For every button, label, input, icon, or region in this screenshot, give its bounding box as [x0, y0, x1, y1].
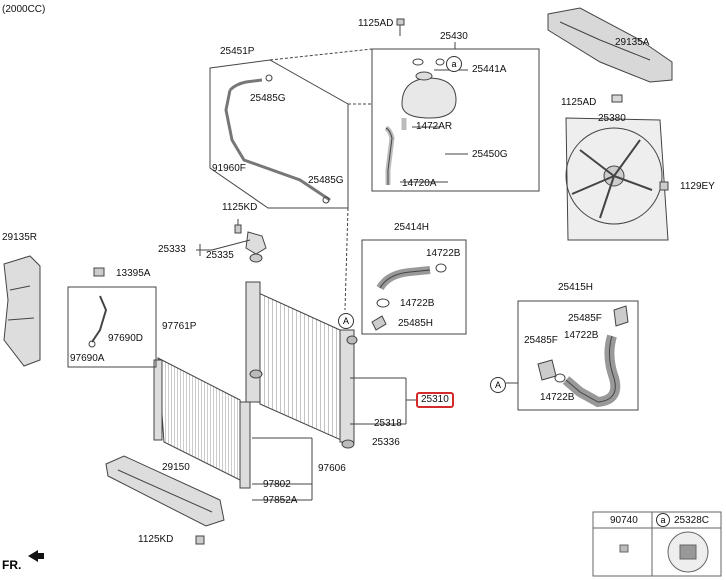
radiator-25310	[245, 281, 416, 449]
part-label-1129EY[interactable]: 1129EY	[680, 181, 715, 192]
part-label-14722B-2[interactable]: 14722B	[400, 298, 435, 309]
part-label-13395A[interactable]: 13395A	[116, 268, 151, 279]
ac-bracket-group	[67, 267, 157, 368]
part-label-25415H[interactable]: 25415H	[558, 282, 594, 293]
upper-hose-group	[361, 239, 467, 335]
part-label-25414H[interactable]: 25414H	[394, 222, 430, 233]
part-label-25335[interactable]: 25335	[206, 250, 234, 261]
legend-callout-a: a	[656, 513, 670, 527]
part-label-25485G-2[interactable]: 25485G	[308, 175, 344, 186]
bolt-1125AD-top	[396, 18, 405, 36]
reservoir-group	[371, 42, 540, 192]
cooling-fan	[565, 117, 669, 241]
callout-A-upper: A	[338, 313, 354, 329]
part-label-25485F-2[interactable]: 25485F	[524, 335, 558, 346]
part-label-1125AD[interactable]: 1125AD	[358, 18, 394, 29]
part-label-29150[interactable]: 29150	[162, 462, 190, 473]
callout-A-lower: A	[490, 377, 506, 393]
upper-mount-bracket	[196, 219, 267, 263]
part-label-1125KD[interactable]: 1125KD	[222, 202, 258, 213]
part-label-29135R[interactable]: 29135R	[2, 232, 38, 243]
part-label-25485G[interactable]: 25485G	[250, 93, 286, 104]
part-label-97761P[interactable]: 97761P	[162, 321, 197, 332]
condenser-97606	[153, 357, 313, 501]
callout-a: a	[446, 56, 462, 72]
part-label-1125AD-right[interactable]: 1125AD	[561, 97, 597, 108]
lower-hose-group	[506, 300, 639, 411]
legend-col2[interactable]: 25328C	[674, 515, 710, 526]
overflow-hose-group	[209, 48, 373, 311]
part-label-25430[interactable]: 25430	[440, 31, 468, 42]
lower-air-guard	[105, 455, 225, 545]
part-label-97690D[interactable]: 97690D	[108, 333, 144, 344]
part-label-1472AR[interactable]: 1472AR	[416, 121, 453, 132]
part-label-25485H[interactable]: 25485H	[398, 318, 434, 329]
part-label-1125KD-bottom[interactable]: 1125KD	[138, 534, 174, 545]
part-label-14722B-4[interactable]: 14722B	[540, 392, 575, 403]
legend-col1[interactable]: 90740	[610, 515, 638, 526]
legend-table	[592, 511, 722, 577]
part-label-29135A[interactable]: 29135A	[615, 37, 650, 48]
front-direction-label: FR.	[2, 558, 22, 572]
part-label-25333[interactable]: 25333	[158, 244, 186, 255]
part-label-14722B-3[interactable]: 14722B	[564, 330, 599, 341]
part-label-25380[interactable]: 25380	[598, 113, 626, 124]
part-label-14722B[interactable]: 14722B	[426, 248, 461, 259]
part-label-25310-highlighted[interactable]: 25310	[416, 392, 454, 408]
engine-spec-label: (2000CC)	[2, 4, 46, 15]
part-label-97852A[interactable]: 97852A	[263, 495, 298, 506]
part-label-91960F[interactable]: 91960F	[212, 163, 246, 174]
part-label-25318[interactable]: 25318	[374, 418, 402, 429]
side-air-guard	[3, 255, 41, 367]
part-label-25450G[interactable]: 25450G	[472, 149, 508, 160]
part-label-97802[interactable]: 97802	[263, 479, 291, 490]
part-label-97606[interactable]: 97606	[318, 463, 346, 474]
part-label-25451P[interactable]: 25451P	[220, 46, 255, 57]
part-label-25336[interactable]: 25336	[372, 437, 400, 448]
upper-air-guard	[547, 7, 673, 103]
part-label-97690A[interactable]: 97690A	[70, 353, 105, 364]
part-label-25441A[interactable]: 25441A	[472, 64, 507, 75]
part-label-14720A[interactable]: 14720A	[402, 178, 437, 189]
front-arrow-icon	[28, 550, 44, 562]
part-label-25485F[interactable]: 25485F	[568, 313, 602, 324]
